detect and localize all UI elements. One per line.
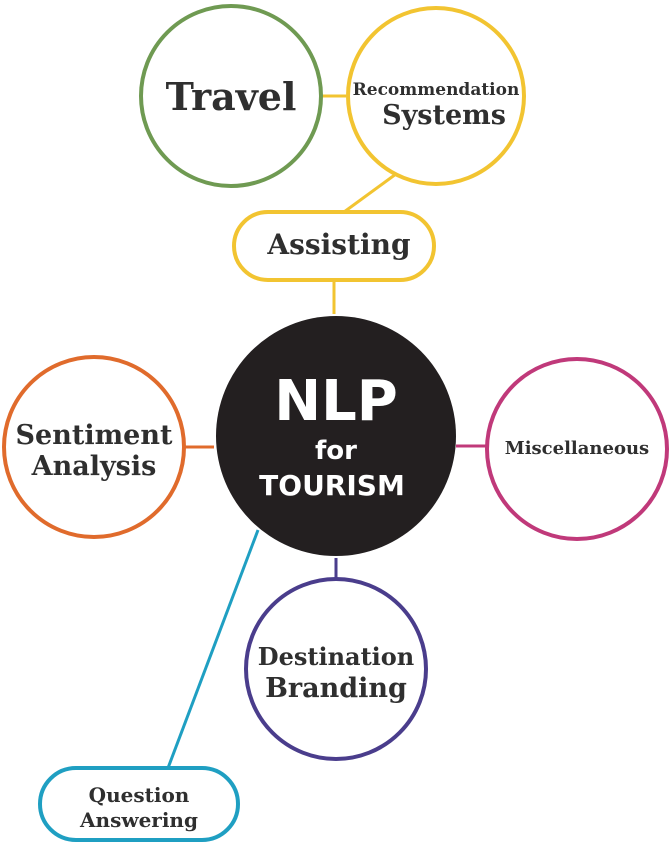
travel-label: Travel xyxy=(166,74,297,119)
node-center: NLP for TOURISM xyxy=(216,316,456,556)
node-travel: Travel xyxy=(139,4,323,188)
connector-question-center xyxy=(166,529,260,769)
node-miscellaneous: Miscellaneous xyxy=(485,357,669,541)
center-subtitle: for xyxy=(315,436,357,466)
miscellaneous-circle xyxy=(485,357,669,541)
assisting-pill xyxy=(232,210,436,282)
question-label-line2: Answering xyxy=(79,808,198,832)
sentiment-label-line2: Analysis xyxy=(31,451,157,482)
recommendation-label-line2: Systems xyxy=(382,100,506,131)
question-label-line1: Question xyxy=(89,783,190,807)
destination-label-line1: Destination xyxy=(258,642,414,671)
sentiment-label-line1: Sentiment xyxy=(16,420,173,451)
node-question-answering: Question Answering xyxy=(38,766,240,842)
assisting-label: Assisting xyxy=(266,228,410,261)
sentiment-circle xyxy=(2,355,186,539)
question-pill xyxy=(38,766,240,842)
center-title: NLP xyxy=(274,369,398,434)
travel-circle xyxy=(139,4,323,188)
miscellaneous-label: Miscellaneous xyxy=(505,438,649,459)
node-sentiment-analysis: Sentiment Analysis xyxy=(2,355,186,539)
destination-circle xyxy=(244,577,428,761)
recommendation-label-line1: Recommendation xyxy=(353,80,520,100)
connector-recommendation-assisting xyxy=(343,172,397,214)
node-destination-branding: Destination Branding xyxy=(244,577,428,761)
node-recommendation-systems: Recommendation Systems xyxy=(346,6,526,186)
destination-label-line2: Branding xyxy=(265,673,407,704)
node-assisting: Assisting xyxy=(232,210,436,282)
center-circle xyxy=(216,316,456,556)
recommendation-circle xyxy=(346,6,526,186)
center-caption: TOURISM xyxy=(259,469,405,502)
